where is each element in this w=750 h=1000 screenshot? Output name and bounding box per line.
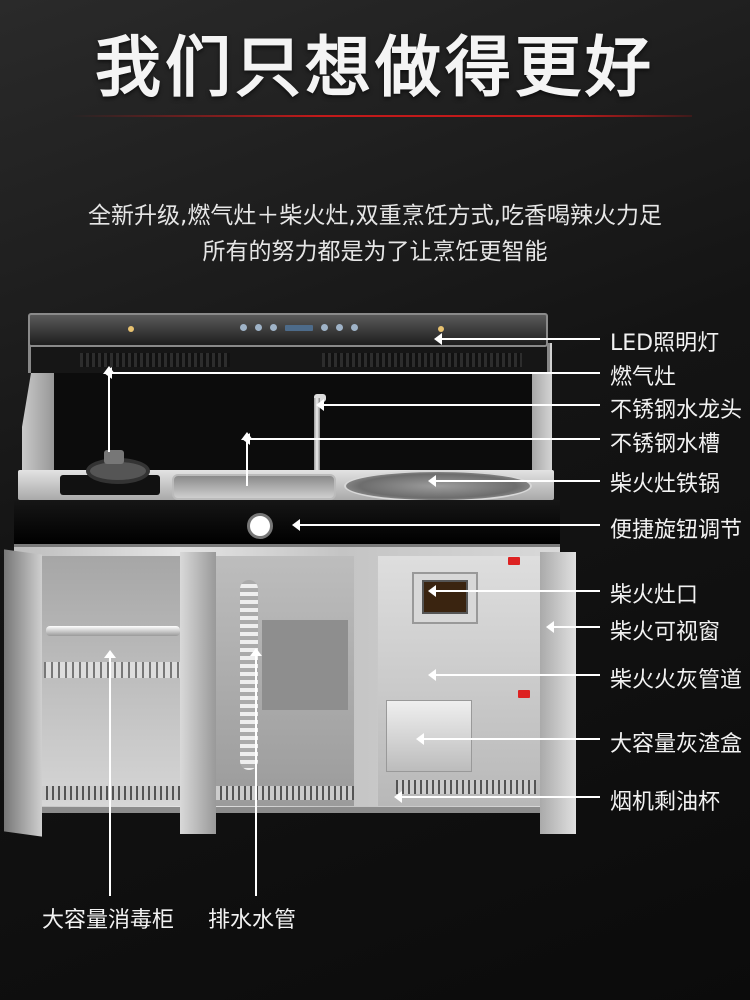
label-knob: 便捷旋钮调节 <box>610 518 743 543</box>
back-box <box>262 620 348 710</box>
callout-line-led <box>434 333 600 345</box>
cabinet-base <box>14 807 560 813</box>
label-oil-cup: 烟机剩油杯 <box>610 790 721 815</box>
cabinet-door-left <box>4 549 42 837</box>
cabinet-door-right <box>540 552 576 834</box>
faucet-head <box>314 394 326 402</box>
page-title: 我们只想做得更好 <box>95 29 655 106</box>
title-divider <box>72 115 692 117</box>
callout-line-oil-cup <box>394 791 600 803</box>
label-faucet: 不锈钢水龙头 <box>610 398 743 423</box>
callout-line-fire-window <box>546 621 600 633</box>
iron-wok <box>344 470 532 502</box>
label-led-light: LED照明灯 <box>610 331 720 356</box>
ash-box <box>386 700 472 772</box>
callout-line-fire-mouth <box>428 585 600 597</box>
callout-line-gas <box>104 367 600 379</box>
label-gas-stove: 燃气灶 <box>610 365 677 390</box>
led-light-icon <box>128 326 134 332</box>
callout-drop-sink <box>241 432 253 486</box>
callout-line-sink <box>242 433 600 445</box>
knob-icon <box>247 513 273 539</box>
vent-grill <box>208 786 354 800</box>
label-ash-box: 大容量灰渣盒 <box>610 732 743 757</box>
label-iron-wok: 柴火灶铁锅 <box>610 472 721 497</box>
callout-drop-gas <box>103 366 115 452</box>
dish-rack <box>44 662 180 678</box>
gas-burner-icon <box>74 440 154 484</box>
control-panel <box>14 500 560 547</box>
label-sink: 不锈钢水槽 <box>610 432 721 457</box>
label-drain-pipe: 排水水管 <box>208 908 297 933</box>
cabinet-door-middle <box>180 552 216 834</box>
indicator-light <box>518 690 530 698</box>
callout-line-wok <box>428 475 600 487</box>
subtitle-line-2: 所有的努力都是为了让烹饪更智能 <box>202 239 548 265</box>
drain-pipe <box>240 580 258 770</box>
label-fire-window: 柴火可视窗 <box>610 620 721 645</box>
label-ash-duct: 柴火火灰管道 <box>610 668 743 693</box>
subtitle-line-1: 全新升级,燃气灶＋柴火灶,双重烹饪方式,吃香喝辣火力足 <box>88 203 662 229</box>
callout-line-knob <box>292 519 600 531</box>
indicator-light <box>508 557 520 565</box>
label-fire-mouth: 柴火灶口 <box>610 583 699 608</box>
callout-line-drain <box>250 648 262 896</box>
led-light-icon <box>438 326 444 332</box>
callout-line-ash-duct <box>428 669 600 681</box>
callout-line-ash-box <box>416 733 600 745</box>
hood-control-buttons <box>240 324 358 334</box>
callout-line-faucet <box>316 399 600 411</box>
hood-vent-right <box>322 353 522 367</box>
hood-vent-left <box>80 353 230 367</box>
faucet-icon <box>314 398 320 473</box>
uv-lamp <box>46 626 180 636</box>
callout-line-disinfection <box>104 650 116 896</box>
label-disinfection-cabinet: 大容量消毒柜 <box>42 908 175 933</box>
sink-basin <box>172 474 336 500</box>
vent-grill <box>396 780 536 794</box>
range-hood <box>28 313 548 347</box>
